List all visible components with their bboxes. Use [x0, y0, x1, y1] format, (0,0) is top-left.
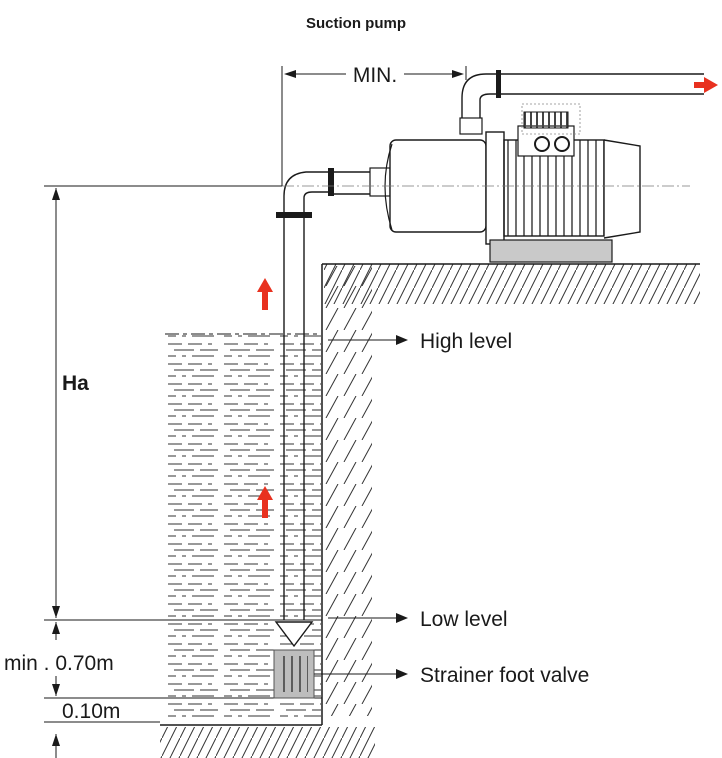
- pump-body: [282, 103, 690, 263]
- high-level-callout: High level: [328, 330, 512, 353]
- height-label: Ha: [62, 372, 89, 395]
- low-level-label: Low level: [420, 608, 508, 631]
- strainer-foot-valve: [273, 621, 315, 699]
- strainer-callout: Strainer foot valve: [314, 664, 589, 687]
- min-depth-label: min . 0.70m: [4, 652, 114, 675]
- pit-bottom: [160, 724, 375, 758]
- pit-wall: [321, 264, 372, 725]
- low-level-callout: Low level: [328, 608, 508, 631]
- suction-pipe: [276, 168, 370, 620]
- flow-up-arrow-icon: [257, 486, 273, 518]
- min-distance-label: MIN.: [353, 64, 397, 87]
- min-dimension: MIN.: [281, 64, 467, 186]
- discharge-pipe: [459, 70, 704, 135]
- depth-dimensions: min . 0.70m 0.10m: [4, 619, 322, 758]
- strainer-label: Strainer foot valve: [420, 664, 589, 687]
- flow-up-arrow-icon: [257, 278, 273, 310]
- bottom-gap-label: 0.10m: [62, 700, 120, 723]
- flow-right-arrow-icon: [694, 77, 718, 93]
- diagram-title: Suction pump: [306, 15, 406, 32]
- high-level-label: High level: [420, 330, 512, 353]
- height-dimension: Ha: [44, 185, 282, 618]
- ground-surface: [318, 260, 700, 304]
